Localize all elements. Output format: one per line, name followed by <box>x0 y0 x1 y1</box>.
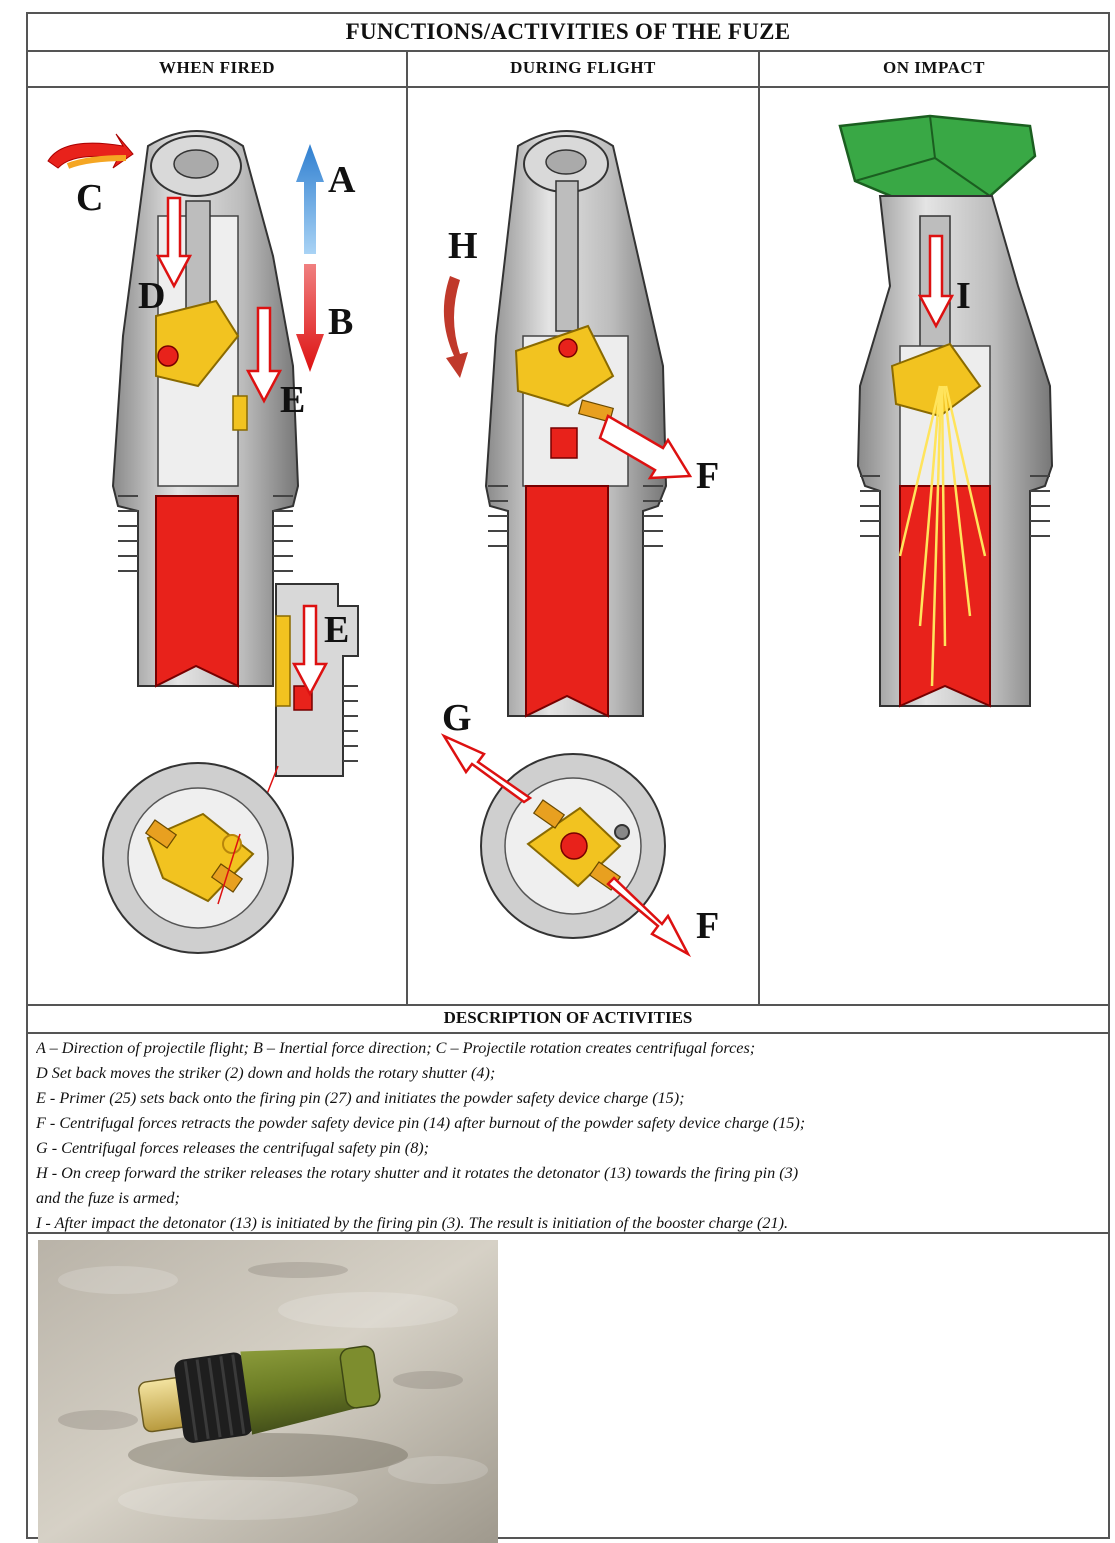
column-header-on-impact: ON IMPACT <box>760 50 1108 86</box>
during-flight-figure-cell: H F G F <box>408 86 760 1004</box>
description-line: E - Primer (25) sets back onto the firin… <box>36 1086 1100 1111</box>
fuze-photo <box>38 1240 498 1543</box>
figure-row: A B C D E E <box>28 86 1108 1006</box>
label-b: B <box>328 301 353 343</box>
column-header-row: WHEN FIRED DURING FLIGHT ON IMPACT <box>28 50 1108 88</box>
description-line: and the fuze is armed; <box>36 1186 1100 1211</box>
description-line: D Set back moves the striker (2) down an… <box>36 1061 1100 1086</box>
label-a: A <box>328 159 356 201</box>
photo-row <box>28 1232 1108 1543</box>
label-h: H <box>448 225 478 267</box>
description-line: H - On creep forward the striker release… <box>36 1161 1100 1186</box>
on-impact-figure-cell: I <box>760 86 1108 1004</box>
label-c: C <box>76 177 103 219</box>
description-list: A – Direction of projectile flight; B – … <box>36 1036 1100 1236</box>
column-header-when-fired: WHEN FIRED <box>28 50 408 86</box>
label-i: I <box>956 275 971 317</box>
label-g: G <box>442 697 472 739</box>
on-impact-cutaway-illustration: I <box>760 86 1110 1004</box>
column-header-during-flight: DURING FLIGHT <box>408 50 760 86</box>
description-heading: DESCRIPTION OF ACTIVITIES <box>28 1004 1108 1034</box>
when-fired-figure-cell: A B C D E E <box>28 86 408 1004</box>
label-e-detail: E <box>324 609 349 651</box>
description-line: G - Centrifugal forces releases the cent… <box>36 1136 1100 1161</box>
label-e-main: E <box>280 379 305 421</box>
description-line: A – Direction of projectile flight; B – … <box>36 1036 1100 1061</box>
table-title: FUNCTIONS/ACTIVITIES OF THE FUZE <box>28 14 1108 52</box>
label-f-detail: F <box>696 905 719 947</box>
during-flight-cutaway-illustration: H F G F <box>408 86 758 1004</box>
description-line: F - Centrifugal forces retracts the powd… <box>36 1111 1100 1136</box>
when-fired-cutaway-illustration: A B C D E E <box>28 86 406 1004</box>
label-d: D <box>138 275 165 317</box>
label-f-main: F <box>696 455 719 497</box>
fuze-functions-table: FUNCTIONS/ACTIVITIES OF THE FUZE WHEN FI… <box>26 12 1110 1539</box>
